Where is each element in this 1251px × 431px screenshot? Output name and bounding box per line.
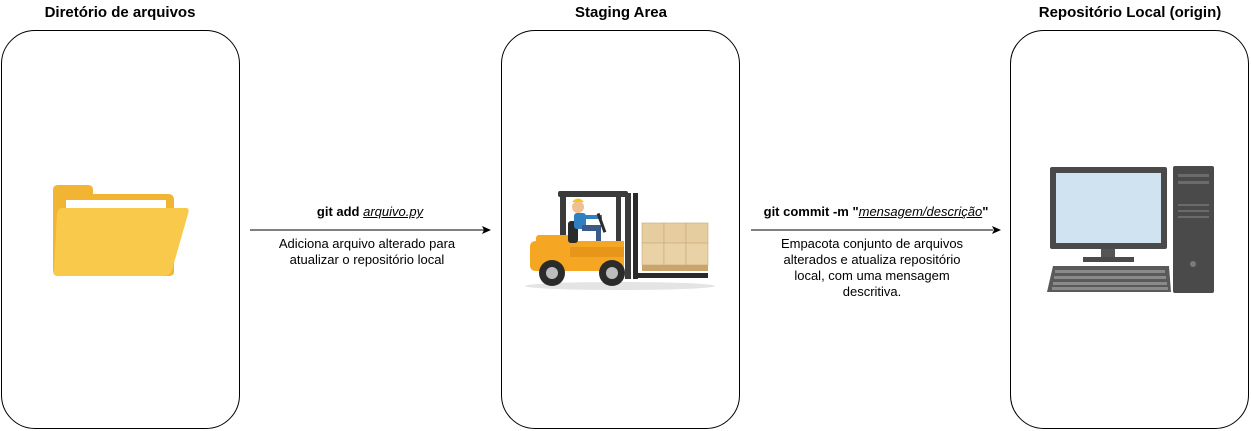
git-commit-description: Empacota conjunto de arquivos alterados … (780, 236, 964, 299)
arrow-workdir-to-staging (250, 226, 491, 234)
git-commit-keyword: git commit -m " (763, 204, 859, 219)
git-commit-command: git commit -m "mensagem/descrição" (752, 204, 1000, 219)
git-add-command: git add arquivo.py (250, 204, 490, 219)
column-title-staging-area: Staging Area (575, 4, 667, 21)
git-commit-argument: mensagem/descrição (858, 204, 983, 219)
forklift-icon (525, 191, 715, 290)
git-add-argument: arquivo.py (363, 204, 424, 219)
folder-icon (53, 185, 189, 276)
git-add-keyword: git add (316, 204, 364, 219)
column-title-local-repository: Repositório Local (origin) (1038, 4, 1222, 21)
arrow-staging-to-repository (751, 226, 1001, 234)
desktop-computer-icon (1047, 166, 1214, 293)
column-title-working-directory: Diretório de arquivos (44, 4, 196, 21)
git-add-description: Adiciona arquivo alterado para atualizar… (278, 236, 456, 267)
git-commit-suffix: " (982, 204, 989, 219)
